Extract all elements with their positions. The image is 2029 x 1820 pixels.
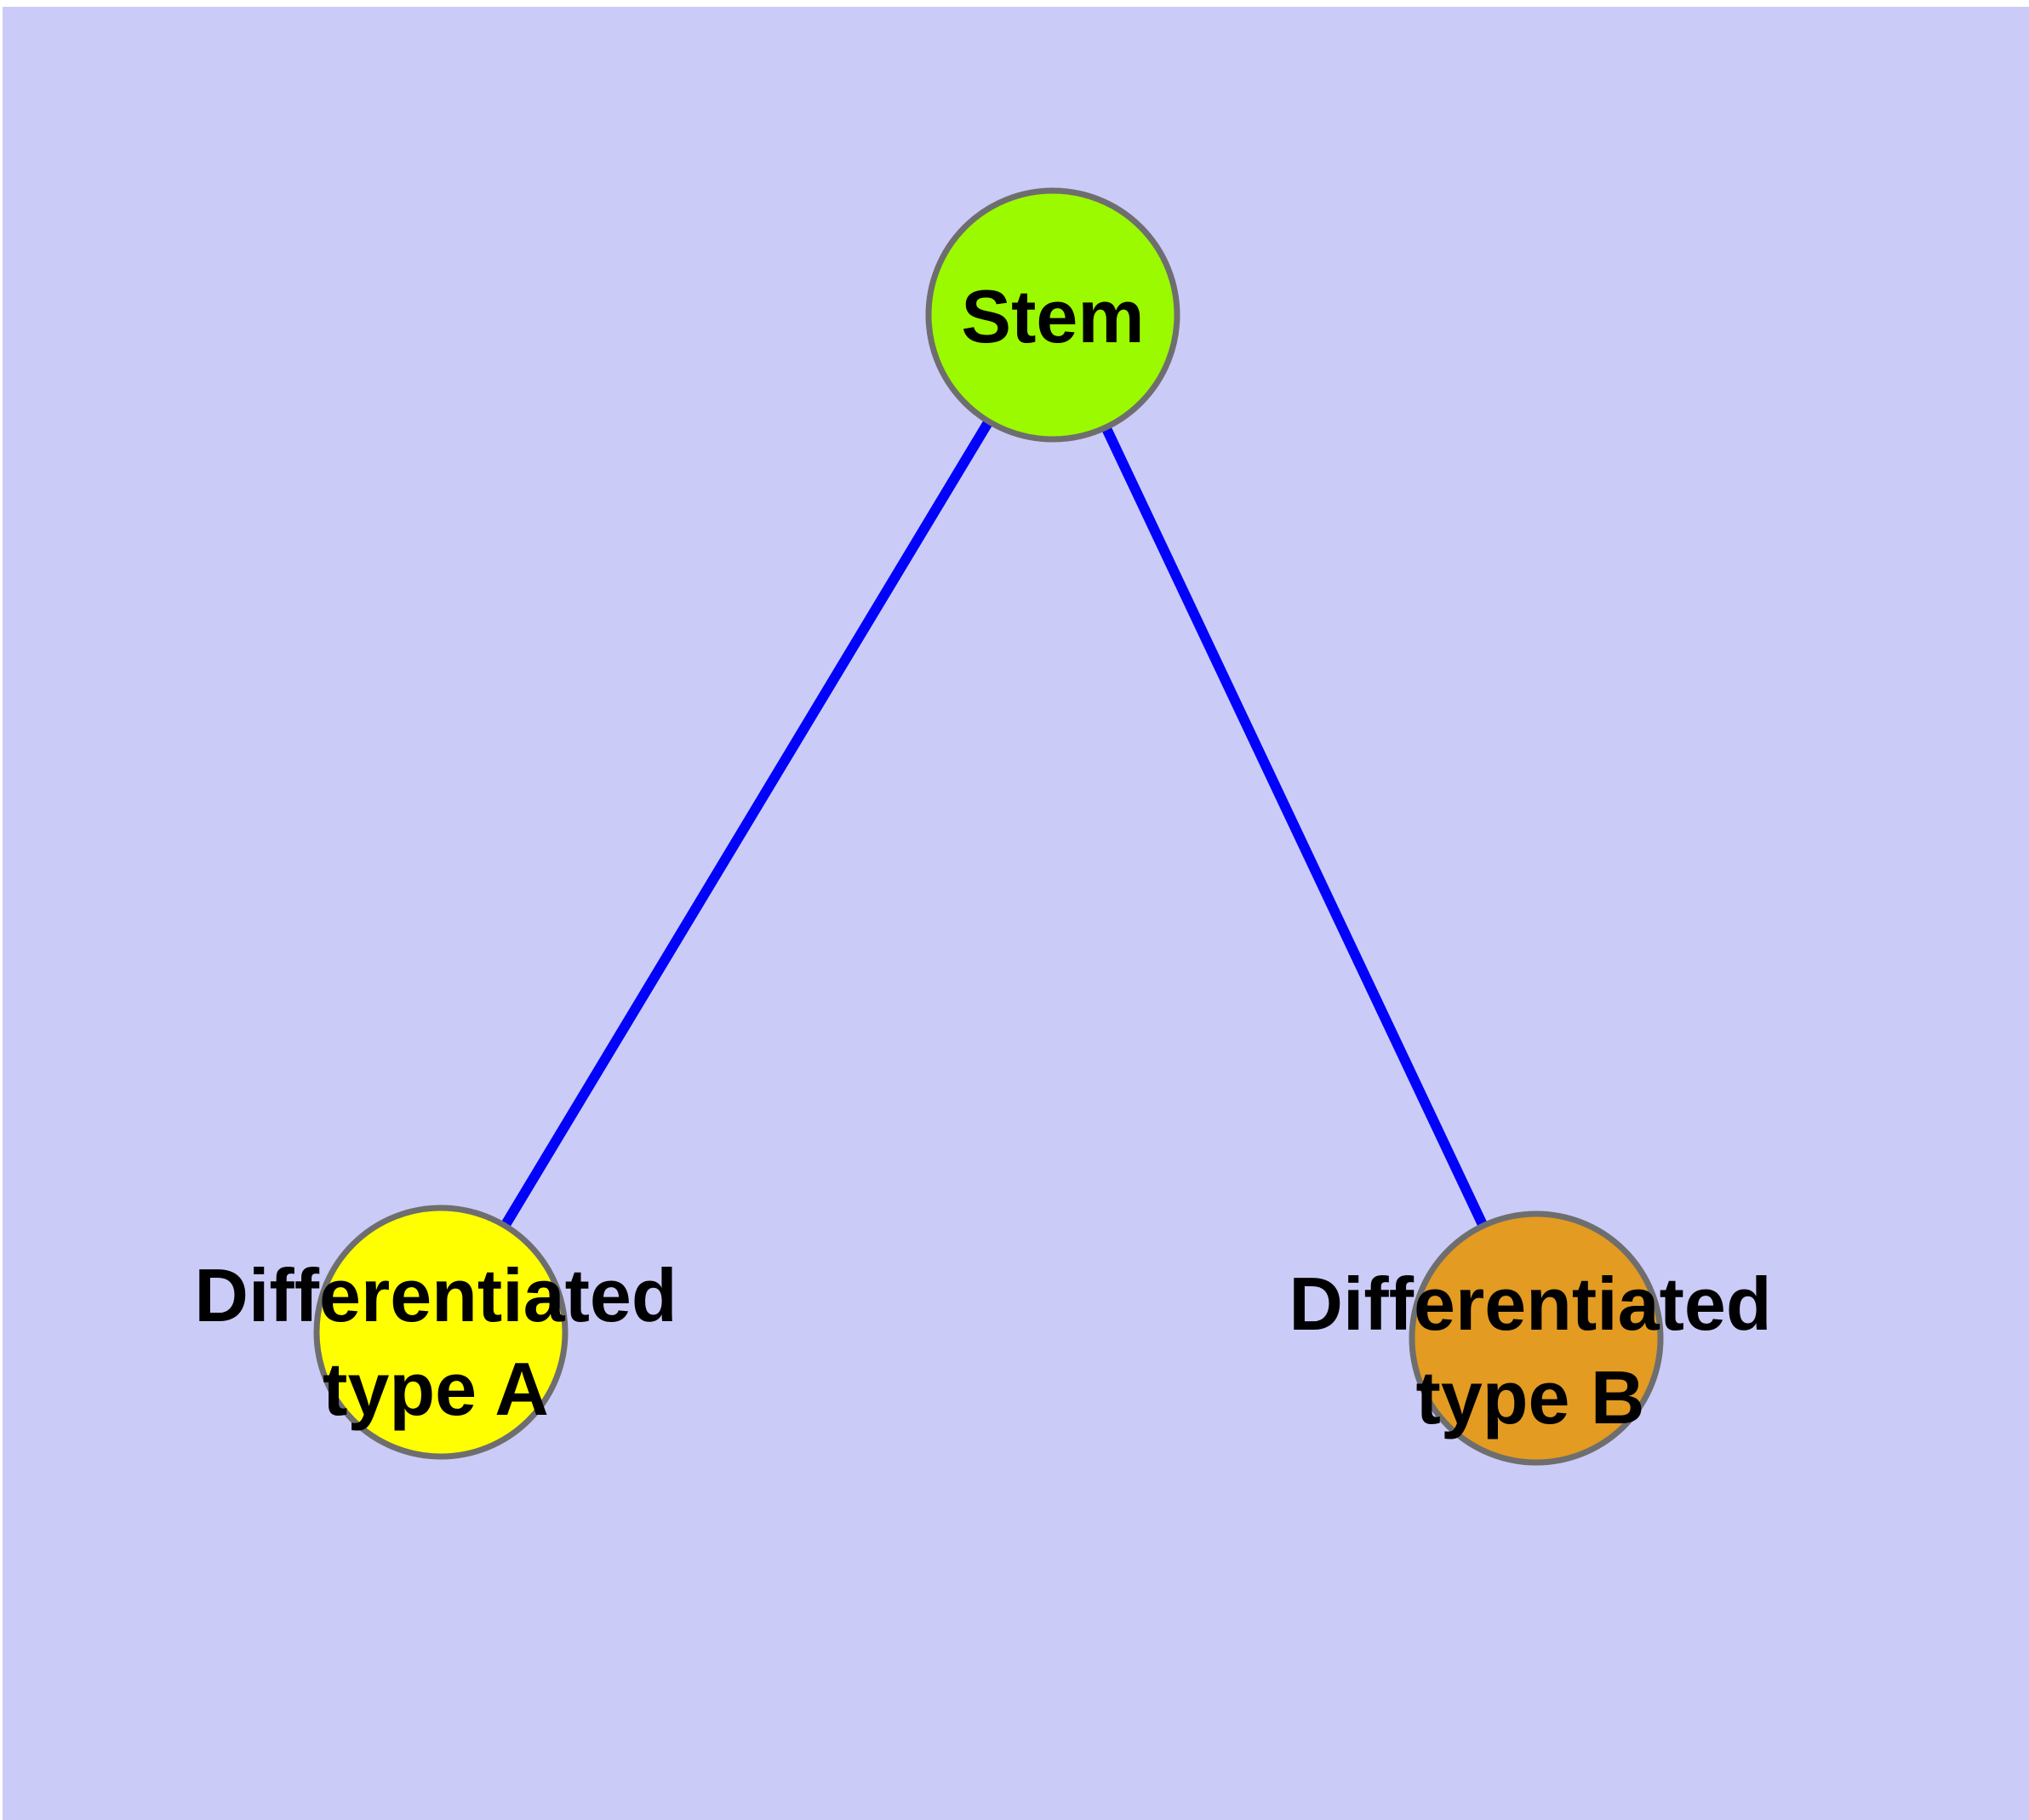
edge-stem-to-type-b: [1048, 312, 1541, 1341]
node-stem-circle: [925, 187, 1180, 443]
node-type-a-circle: [313, 1205, 569, 1460]
edge-stem-to-type-a: [436, 312, 1058, 1336]
node-type-b-circle: [1409, 1210, 1664, 1466]
